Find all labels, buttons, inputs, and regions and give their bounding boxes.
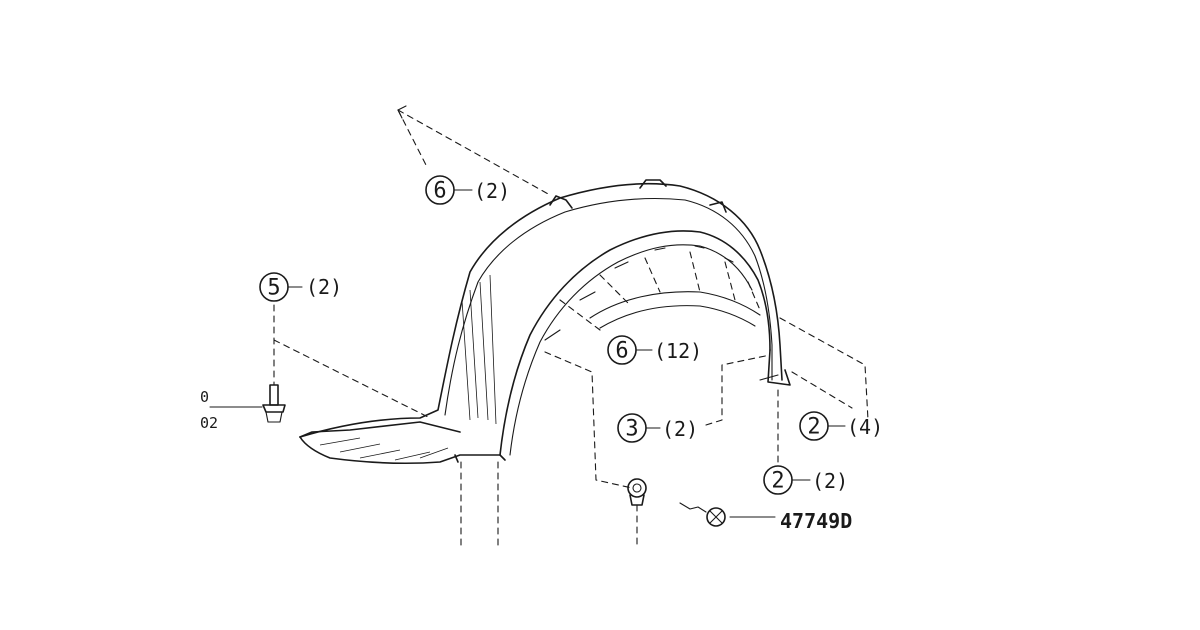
callout-key: 5: [267, 276, 280, 301]
cropped-label-fragment-top: 0: [200, 388, 209, 406]
screw-fastener: [679, 502, 726, 527]
callout-key: 2: [771, 469, 784, 494]
callout-5-2: 5 (2): [259, 272, 342, 302]
callout-3-2: 3 (2): [617, 413, 698, 443]
callout-6-2: 6 (2): [425, 175, 510, 205]
cropped-label-fragment-bottom: 02: [200, 414, 218, 432]
callout-key: 6: [433, 179, 446, 204]
part-number-label: 47749D: [780, 509, 852, 533]
callout-qty: (4): [847, 415, 883, 439]
clip-fastener-bottom: [627, 478, 647, 506]
clip-fastener-left: [262, 384, 286, 423]
callout-qty: (12): [654, 339, 702, 363]
callout-key: 6: [615, 339, 628, 364]
fender-liner: [299, 179, 791, 465]
callout-qty: (2): [812, 469, 848, 493]
callout-qty: (2): [306, 275, 342, 299]
leader-lines: [209, 105, 869, 549]
callout-qty: (2): [662, 417, 698, 441]
callout-key: 2: [807, 415, 820, 440]
callout-2-2: 2 (2): [763, 465, 848, 495]
callout-qty: (2): [474, 179, 510, 203]
callout-2-4: 2 (4): [799, 411, 883, 441]
callout-key: 3: [625, 417, 638, 442]
callout-6-12: 6 (12): [607, 335, 702, 365]
